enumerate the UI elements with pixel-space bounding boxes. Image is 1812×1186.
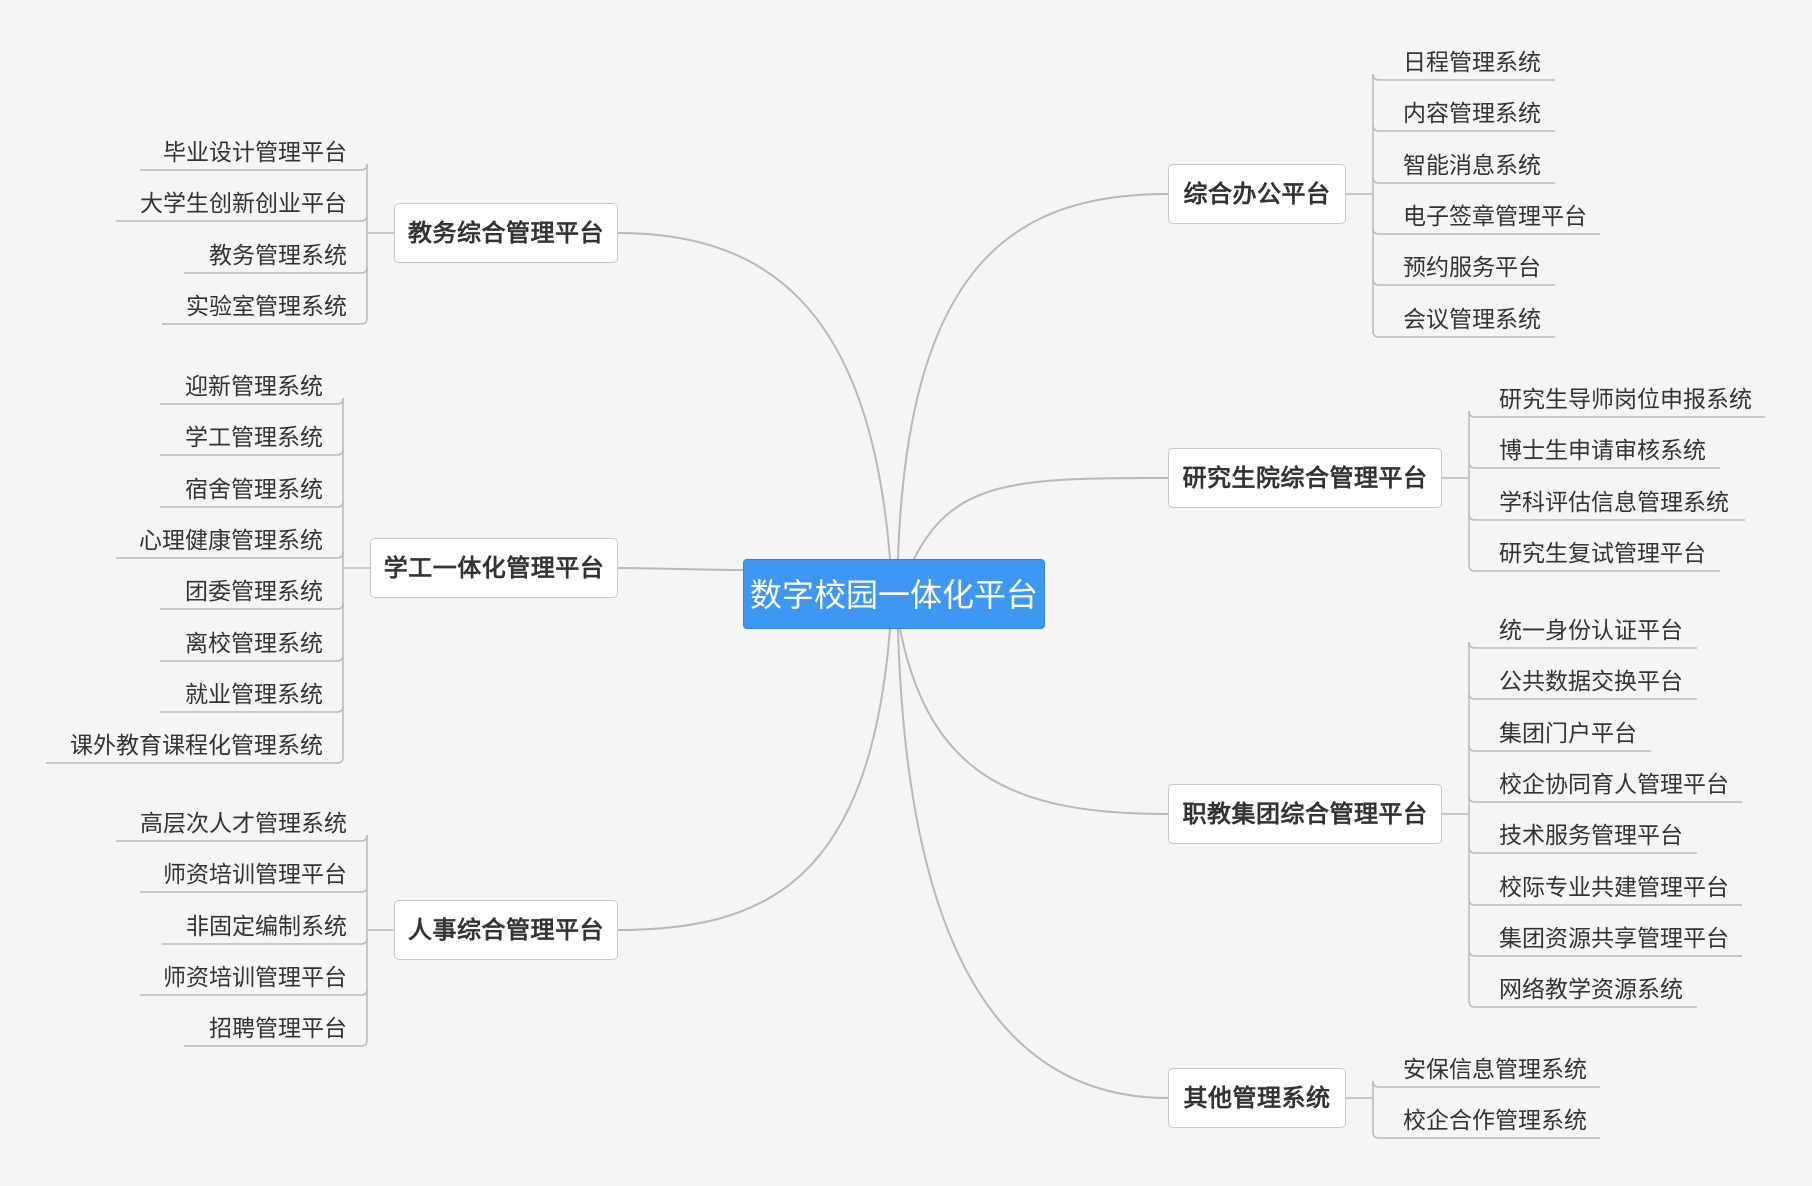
link-root-right-0 [897, 193, 1169, 560]
left-leaf-1-0[interactable]: 迎新管理系统 [185, 374, 323, 400]
left-leaf-1-6[interactable]: 就业管理系统 [185, 682, 323, 708]
right-leaf-1-1[interactable]: 博士生申请审核系统 [1499, 438, 1706, 464]
branch-jiaowu[interactable]: 教务综合管理平台 [394, 203, 618, 263]
right-leaf-2-0[interactable]: 统一身份认证平台 [1499, 618, 1683, 644]
left-leaf-1-3[interactable]: 心理健康管理系统 [139, 528, 323, 554]
right-leaf-0-1[interactable]: 内容管理系统 [1403, 101, 1541, 127]
branch-yanjiusheng[interactable]: 研究生院综合管理平台 [1168, 448, 1442, 508]
right-leaf-2-1[interactable]: 公共数据交换平台 [1499, 669, 1683, 695]
right-leaf-0-0[interactable]: 日程管理系统 [1403, 50, 1541, 76]
right-leaf-1-2[interactable]: 学科评估信息管理系统 [1499, 490, 1729, 516]
right-leaf-2-6[interactable]: 集团资源共享管理平台 [1499, 926, 1729, 952]
right-leaf-2-4[interactable]: 技术服务管理平台 [1499, 823, 1683, 849]
left-leaf-2-1[interactable]: 师资培训管理平台 [163, 862, 347, 888]
branch-zhijiao[interactable]: 职教集团综合管理平台 [1168, 784, 1442, 844]
right-leaf-2-7[interactable]: 网络教学资源系统 [1499, 977, 1683, 1003]
right-leaf-3-1[interactable]: 校企合作管理系统 [1403, 1108, 1587, 1134]
leaf-line-right-3-1 [1372, 1131, 1600, 1139]
left-leaf-0-0[interactable]: 毕业设计管理平台 [163, 140, 347, 166]
right-leaf-0-3[interactable]: 电子签章管理平台 [1403, 204, 1587, 230]
right-leaf-2-5[interactable]: 校际专业共建管理平台 [1499, 875, 1729, 901]
left-leaf-0-1[interactable]: 大学生创新创业平台 [140, 191, 347, 217]
leaf-line-right-2-7 [1468, 1000, 1697, 1008]
right-leaf-0-5[interactable]: 会议管理系统 [1403, 307, 1541, 333]
link-root-left-2 [617, 628, 891, 931]
link-root-right-1 [913, 477, 1169, 560]
leaf-line-right-0-5 [1372, 330, 1555, 338]
branch-qita[interactable]: 其他管理系统 [1168, 1068, 1346, 1128]
left-leaf-2-0[interactable]: 高层次人才管理系统 [140, 811, 347, 837]
link-root-left-0 [617, 232, 891, 560]
left-leaf-1-1[interactable]: 学工管理系统 [185, 425, 323, 451]
left-leaf-0-3[interactable]: 实验室管理系统 [186, 294, 347, 320]
leaf-line-left-1-7 [46, 756, 344, 764]
link-root-left-1 [617, 567, 744, 571]
root-node[interactable]: 数字校园一体化平台 [743, 559, 1045, 629]
left-leaf-1-5[interactable]: 离校管理系统 [185, 631, 323, 657]
branch-bangong[interactable]: 综合办公平台 [1168, 164, 1346, 224]
link-root-right-3 [897, 628, 1169, 1099]
leaf-line-right-1-3 [1468, 564, 1720, 572]
leaf-line-left-0-3 [162, 317, 368, 325]
branch-xuegong[interactable]: 学工一体化管理平台 [370, 538, 618, 598]
branch-renshi[interactable]: 人事综合管理平台 [394, 900, 618, 960]
right-leaf-2-3[interactable]: 校企协同育人管理平台 [1499, 772, 1729, 798]
left-leaf-1-7[interactable]: 课外教育课程化管理系统 [70, 733, 323, 759]
left-leaf-2-3[interactable]: 师资培训管理平台 [163, 965, 347, 991]
right-leaf-0-4[interactable]: 预约服务平台 [1403, 255, 1541, 281]
right-leaf-1-0[interactable]: 研究生导师岗位申报系统 [1499, 387, 1752, 413]
left-leaf-1-2[interactable]: 宿舍管理系统 [185, 477, 323, 503]
right-leaf-3-0[interactable]: 安保信息管理系统 [1403, 1057, 1587, 1083]
right-leaf-0-2[interactable]: 智能消息系统 [1403, 153, 1541, 179]
left-leaf-2-4[interactable]: 招聘管理平台 [209, 1016, 347, 1042]
right-leaf-2-2[interactable]: 集团门户平台 [1499, 721, 1637, 747]
left-leaf-1-4[interactable]: 团委管理系统 [185, 579, 323, 605]
left-leaf-0-2[interactable]: 教务管理系统 [209, 243, 347, 269]
leaf-line-left-2-4 [184, 1039, 368, 1047]
left-leaf-2-2[interactable]: 非固定编制系统 [186, 914, 347, 940]
right-leaf-1-3[interactable]: 研究生复试管理平台 [1499, 541, 1706, 567]
link-root-right-2 [899, 628, 1169, 815]
